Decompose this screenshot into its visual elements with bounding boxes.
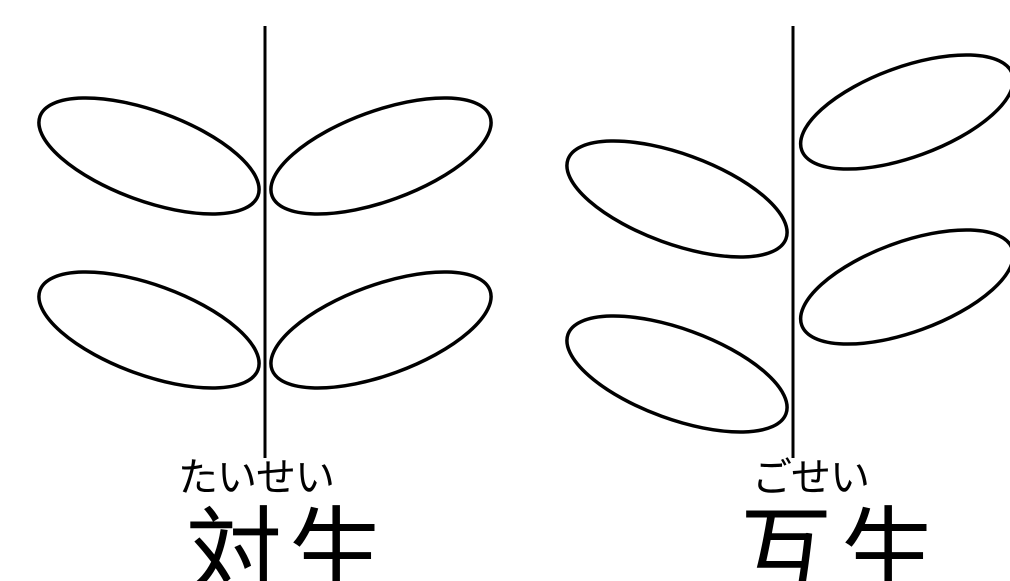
alternate-arrangement-figure: [553, 26, 1010, 458]
opposite-term-label: 対生: [186, 505, 390, 581]
leaf-right-lower-left: [553, 292, 802, 456]
alternate-term-label: 互生: [738, 505, 942, 581]
leaf-right-upper-right: [786, 31, 1010, 192]
leaf-left-upper-left: [25, 74, 274, 238]
leaf-right-lower-right: [786, 206, 1010, 367]
leaf-left-lower-right: [257, 248, 506, 412]
leaf-left-upper-right: [257, 74, 506, 238]
leaf-right-upper-left: [553, 117, 802, 281]
opposite-reading-label: たいせい: [178, 458, 334, 498]
opposite-arrangement-figure: [25, 26, 506, 458]
alternate-reading-label: ごせい: [752, 458, 869, 498]
leaf-left-lower-left: [25, 248, 274, 412]
